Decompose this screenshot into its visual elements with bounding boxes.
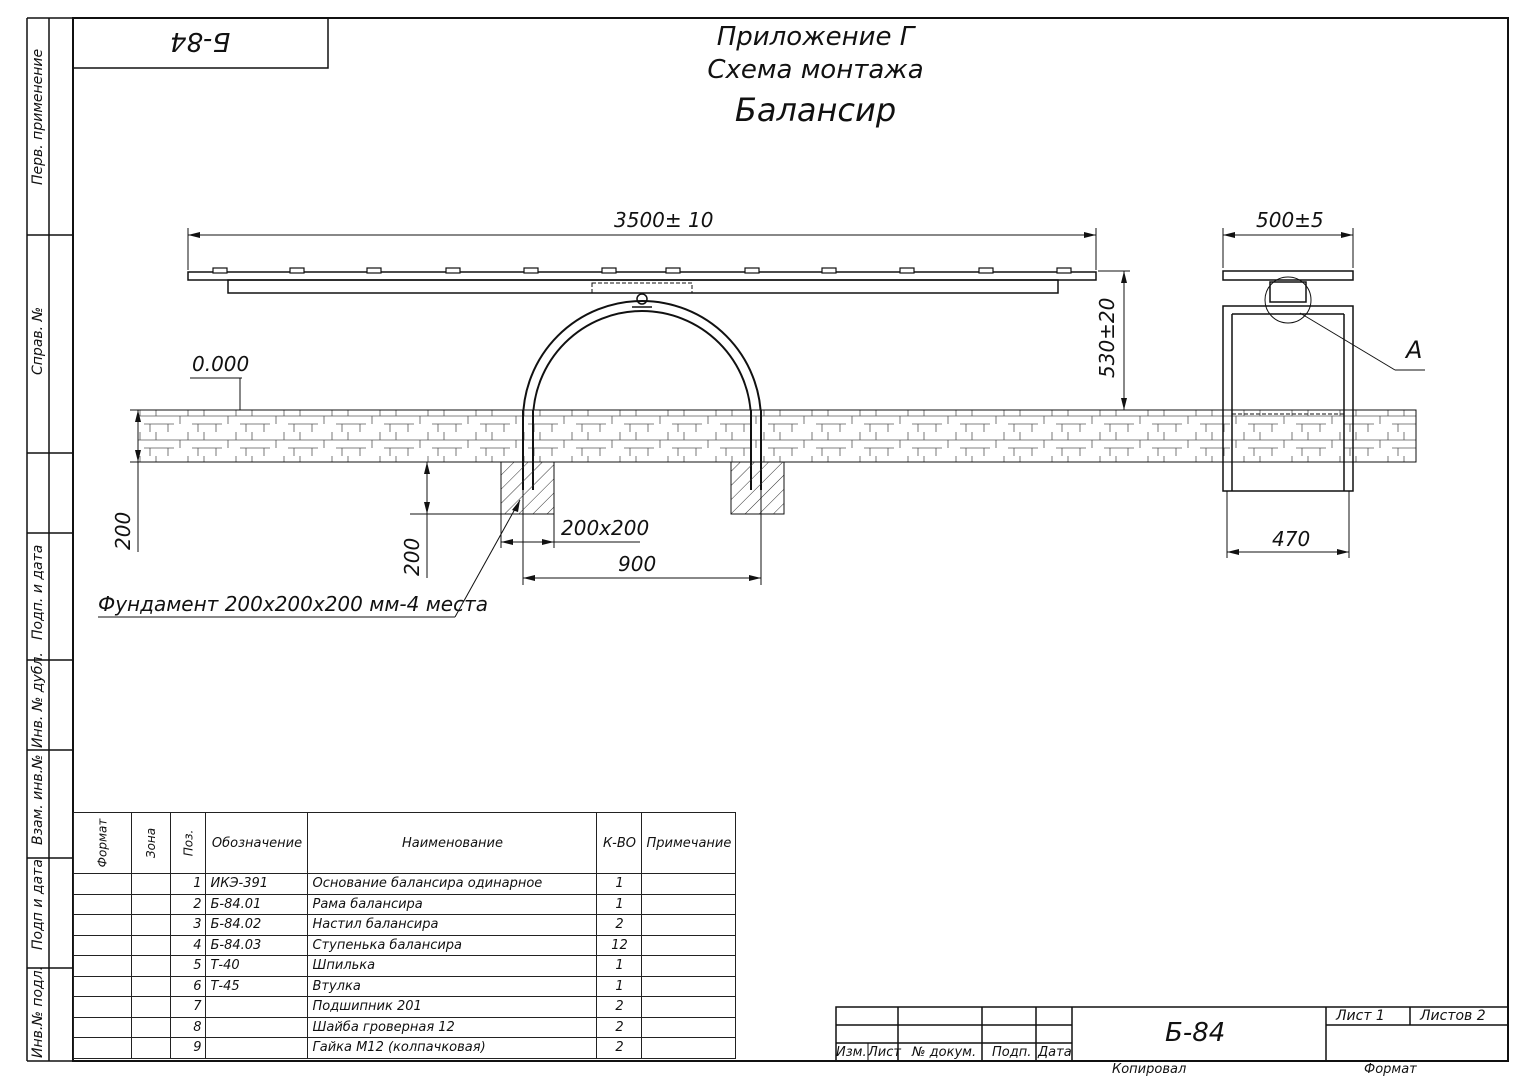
title-block [835,1006,1509,1062]
dim-height: 530±20 [1095,297,1119,378]
side-frame [1222,305,1354,492]
balance-beam [227,279,1059,294]
dim-foundation-size: 200x200 [561,516,650,540]
dim-length: 3500± 10 [614,208,714,232]
header-pos: Поз. [181,829,196,856]
tb-copied: Копировал [1112,1062,1187,1077]
drawing-title: Балансир [734,91,897,129]
foundation-right [730,461,785,515]
ground-strip [137,409,1417,463]
stamp-box [72,17,329,69]
header-code: Обозначение [205,812,309,874]
dim-leg-spacing: 470 [1272,527,1311,551]
side-label-repl-inv: Взам. инв.№ [30,754,46,845]
deck-plate [187,271,1097,281]
dim-ground-depth: 200 [111,511,135,550]
header-note: Примечание [641,812,737,874]
foundation-left [500,461,555,515]
tb-date: Дата [1038,1045,1072,1060]
side-label-sign-date-1: Подп. и дата [30,544,46,640]
sheet-frame [72,17,1509,1062]
tb-designation: Б-84 [1165,1018,1226,1048]
side-label-orig-inv: Инв.№ подл. [30,965,46,1058]
detail-circle [1264,276,1312,324]
dim-width: 500±5 [1256,208,1324,232]
header-zone: Зона [143,827,158,858]
tb-doc-no: № докум. [912,1045,977,1060]
header-name: Наименование [307,812,598,874]
tb-sign: Подп. [992,1045,1032,1060]
side-label-sign-date-2: Подп и дата [30,859,46,950]
tb-izm: Изм. [836,1045,867,1060]
arch-base-inner [532,310,752,490]
header-qty: К-ВО [596,812,643,874]
level-mark: 0.000 [192,352,250,376]
detail-marker: А [1406,336,1423,364]
tb-list: Лист [868,1045,901,1060]
dim-foundation-depth: 200 [400,537,424,576]
header-format: Формат [95,818,110,867]
tb-format: Формат [1364,1062,1417,1077]
side-label-ref-no: Справ. № [30,306,46,375]
spec-table: Формат Зона Поз. Обозначение Наименовани… [73,812,737,1059]
tb-sheets: Листов 2 [1420,1008,1486,1024]
side-label-dup-inv: Инв. № дубл. [30,652,46,748]
arch-base-outer [522,300,762,490]
side-deck [1222,270,1354,281]
scheme-title: Схема монтажа [707,55,924,85]
tb-sheet: Лист 1 [1336,1008,1385,1024]
pivot-bearing [636,293,648,305]
foundation-note: Фундамент 200x200x200 мм-4 места [98,592,489,616]
dim-span: 900 [618,552,657,576]
deck-steps [212,267,1072,274]
appendix-title: Приложение Г [716,22,915,52]
